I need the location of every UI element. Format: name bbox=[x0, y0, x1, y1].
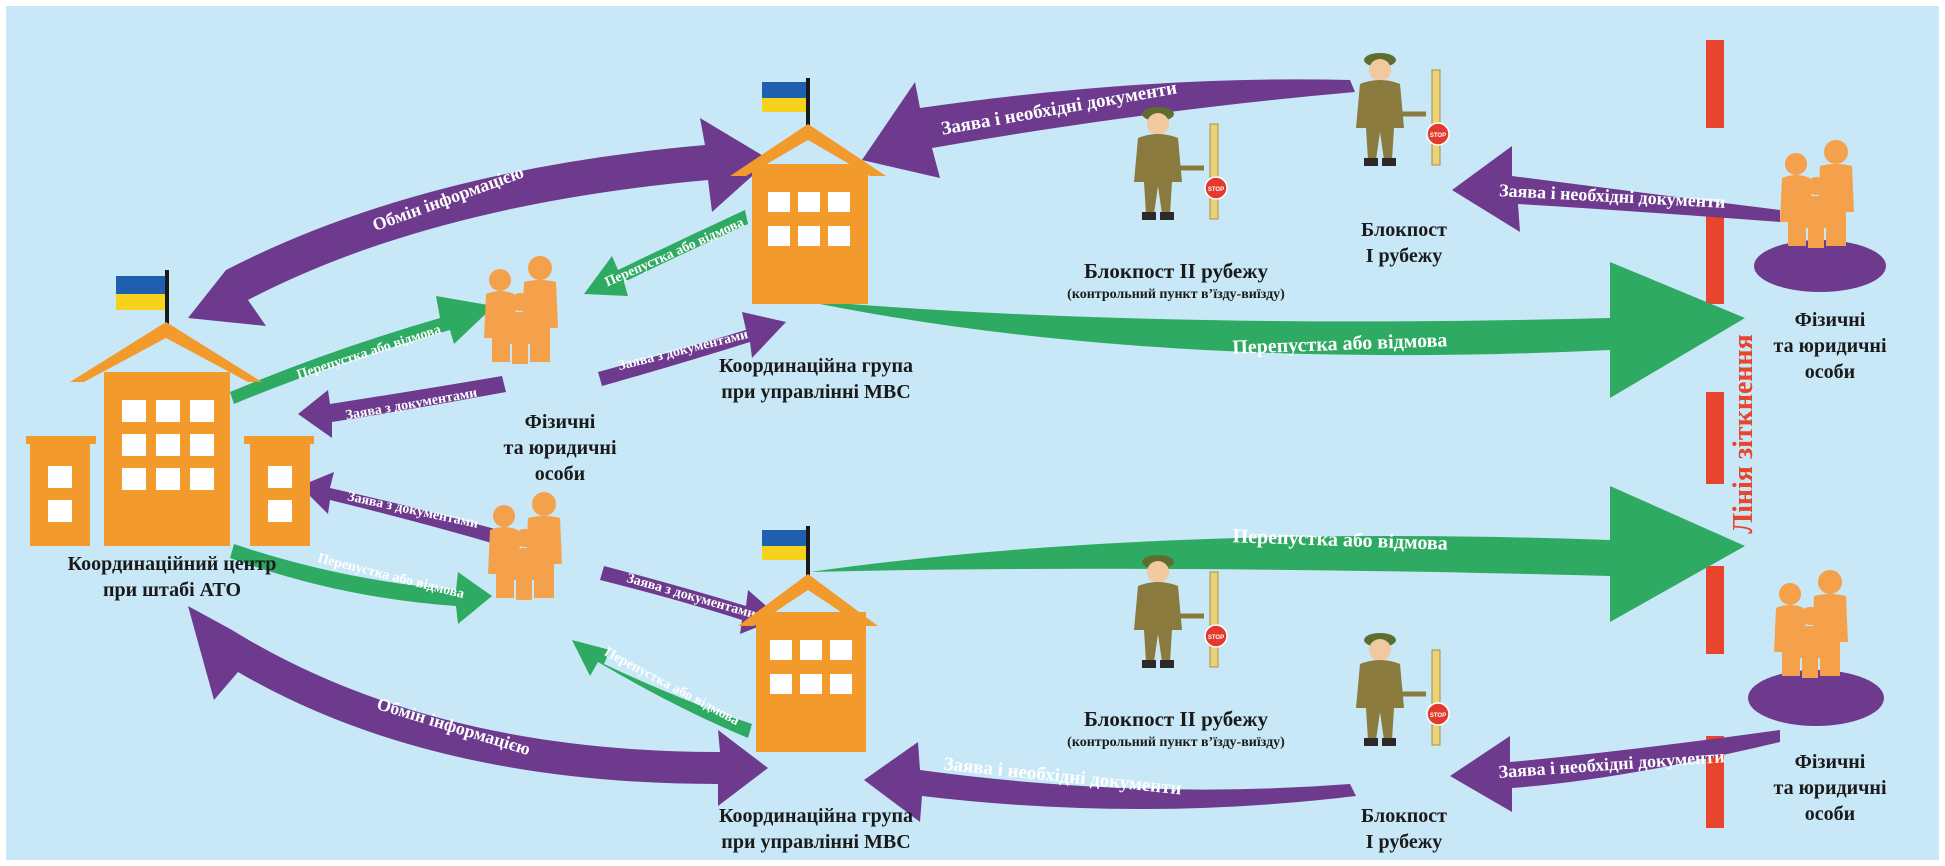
soldier-checkpoint2-top: STOP bbox=[1134, 107, 1228, 220]
stop-sign-icon bbox=[1204, 624, 1228, 648]
pass-arrow-group-to-persons-bottom bbox=[572, 640, 752, 738]
checkpoint1-bottom-line2: І рубежу bbox=[1366, 831, 1443, 853]
checkpoint1-top-line1: Блокпост bbox=[1361, 219, 1447, 241]
stop-sign-text: STOP bbox=[1208, 635, 1224, 641]
soldier-checkpoint1-bottom: STOP bbox=[1356, 633, 1450, 746]
persons-right-bottom-line3: особи bbox=[1805, 803, 1855, 825]
contact-line bbox=[1706, 40, 1724, 828]
checkpoint2-top-title: Блокпост ІІ рубежу bbox=[1084, 259, 1268, 283]
stop-sign-icon bbox=[1426, 702, 1450, 726]
checkpoint2-bottom-title: Блокпост ІІ рубежу bbox=[1084, 707, 1268, 731]
persons-right-top-line3: особи bbox=[1805, 361, 1855, 383]
checkpoint1-bottom-line1: Блокпост bbox=[1361, 805, 1447, 827]
pass-arrow-center-to-persons-top bbox=[230, 296, 494, 404]
info-arrow-top bbox=[188, 118, 770, 326]
center-title-line2: при штабі АТО bbox=[103, 579, 241, 601]
stop-sign-icon bbox=[1204, 176, 1228, 200]
persons-right-bottom-line2: та юридичні bbox=[1774, 777, 1887, 799]
checkpoint2-top-subtitle: (контрольний пункт в’їзду-виїзду) bbox=[1067, 287, 1285, 302]
checkpoint2-bottom-subtitle: (контрольний пункт в’їзду-виїзду) bbox=[1067, 735, 1285, 750]
stop-sign-text: STOP bbox=[1430, 133, 1446, 139]
persons-mid-line2: та юридичні bbox=[504, 437, 617, 459]
stop-sign-text: STOP bbox=[1430, 713, 1446, 719]
with-docs-arrow-persons-to-center-bottom bbox=[300, 472, 506, 546]
docs-arrow-bottom-far bbox=[864, 742, 1356, 822]
with-docs-arrow-persons-to-group-top bbox=[598, 312, 786, 386]
pass-arrow-bottom-big bbox=[810, 486, 1745, 622]
persons-right-top-line1: Фізичні bbox=[1795, 309, 1866, 331]
persons-right-top-line2: та юридичні bbox=[1774, 335, 1887, 357]
group-top-title-line2: при управлінні МВС bbox=[721, 381, 910, 403]
coordination-group-building-top bbox=[730, 78, 886, 304]
stop-sign-icon bbox=[1426, 122, 1450, 146]
stop-sign-text: STOP bbox=[1208, 187, 1224, 193]
center-title-line1: Координаційний центр bbox=[68, 553, 277, 575]
persons-right-bottom-line1: Фізичні bbox=[1795, 751, 1866, 773]
info-arrow-bottom bbox=[188, 606, 768, 806]
pass-arrow-top-big bbox=[800, 262, 1745, 398]
checkpoint1-top-line2: І рубежу bbox=[1366, 245, 1443, 267]
persons-right-top-platform bbox=[1754, 240, 1886, 292]
with-docs-arrow-persons-to-group-bottom bbox=[600, 566, 780, 634]
coordination-center-building bbox=[26, 270, 314, 546]
coordination-group-building-bottom bbox=[738, 526, 878, 752]
docs-arrow-top-near bbox=[1452, 146, 1780, 232]
pass-arrow-center-to-persons-bottom bbox=[230, 544, 492, 624]
contact-line-label: Лінія зіткнення bbox=[1728, 334, 1759, 534]
pass-arrow-group-to-persons-top bbox=[584, 210, 748, 296]
docs-arrow-top-far bbox=[862, 79, 1355, 178]
docs-arrow-bottom-near bbox=[1450, 730, 1780, 812]
group-bottom-title-line2: при управлінні МВС bbox=[721, 831, 910, 853]
group-bottom-title-line1: Координаційна група bbox=[719, 805, 913, 827]
with-docs-arrow-persons-to-center-top bbox=[298, 376, 506, 438]
group-top-title-line1: Координаційна група bbox=[719, 355, 913, 377]
persons-right-bottom-platform bbox=[1748, 670, 1884, 726]
persons-mid-line1: Фізичні bbox=[525, 411, 596, 433]
soldier-checkpoint2-bottom: STOP bbox=[1134, 555, 1228, 668]
soldier-checkpoint1-top: STOP bbox=[1356, 53, 1450, 166]
persons-mid-line3: особи bbox=[535, 463, 585, 485]
